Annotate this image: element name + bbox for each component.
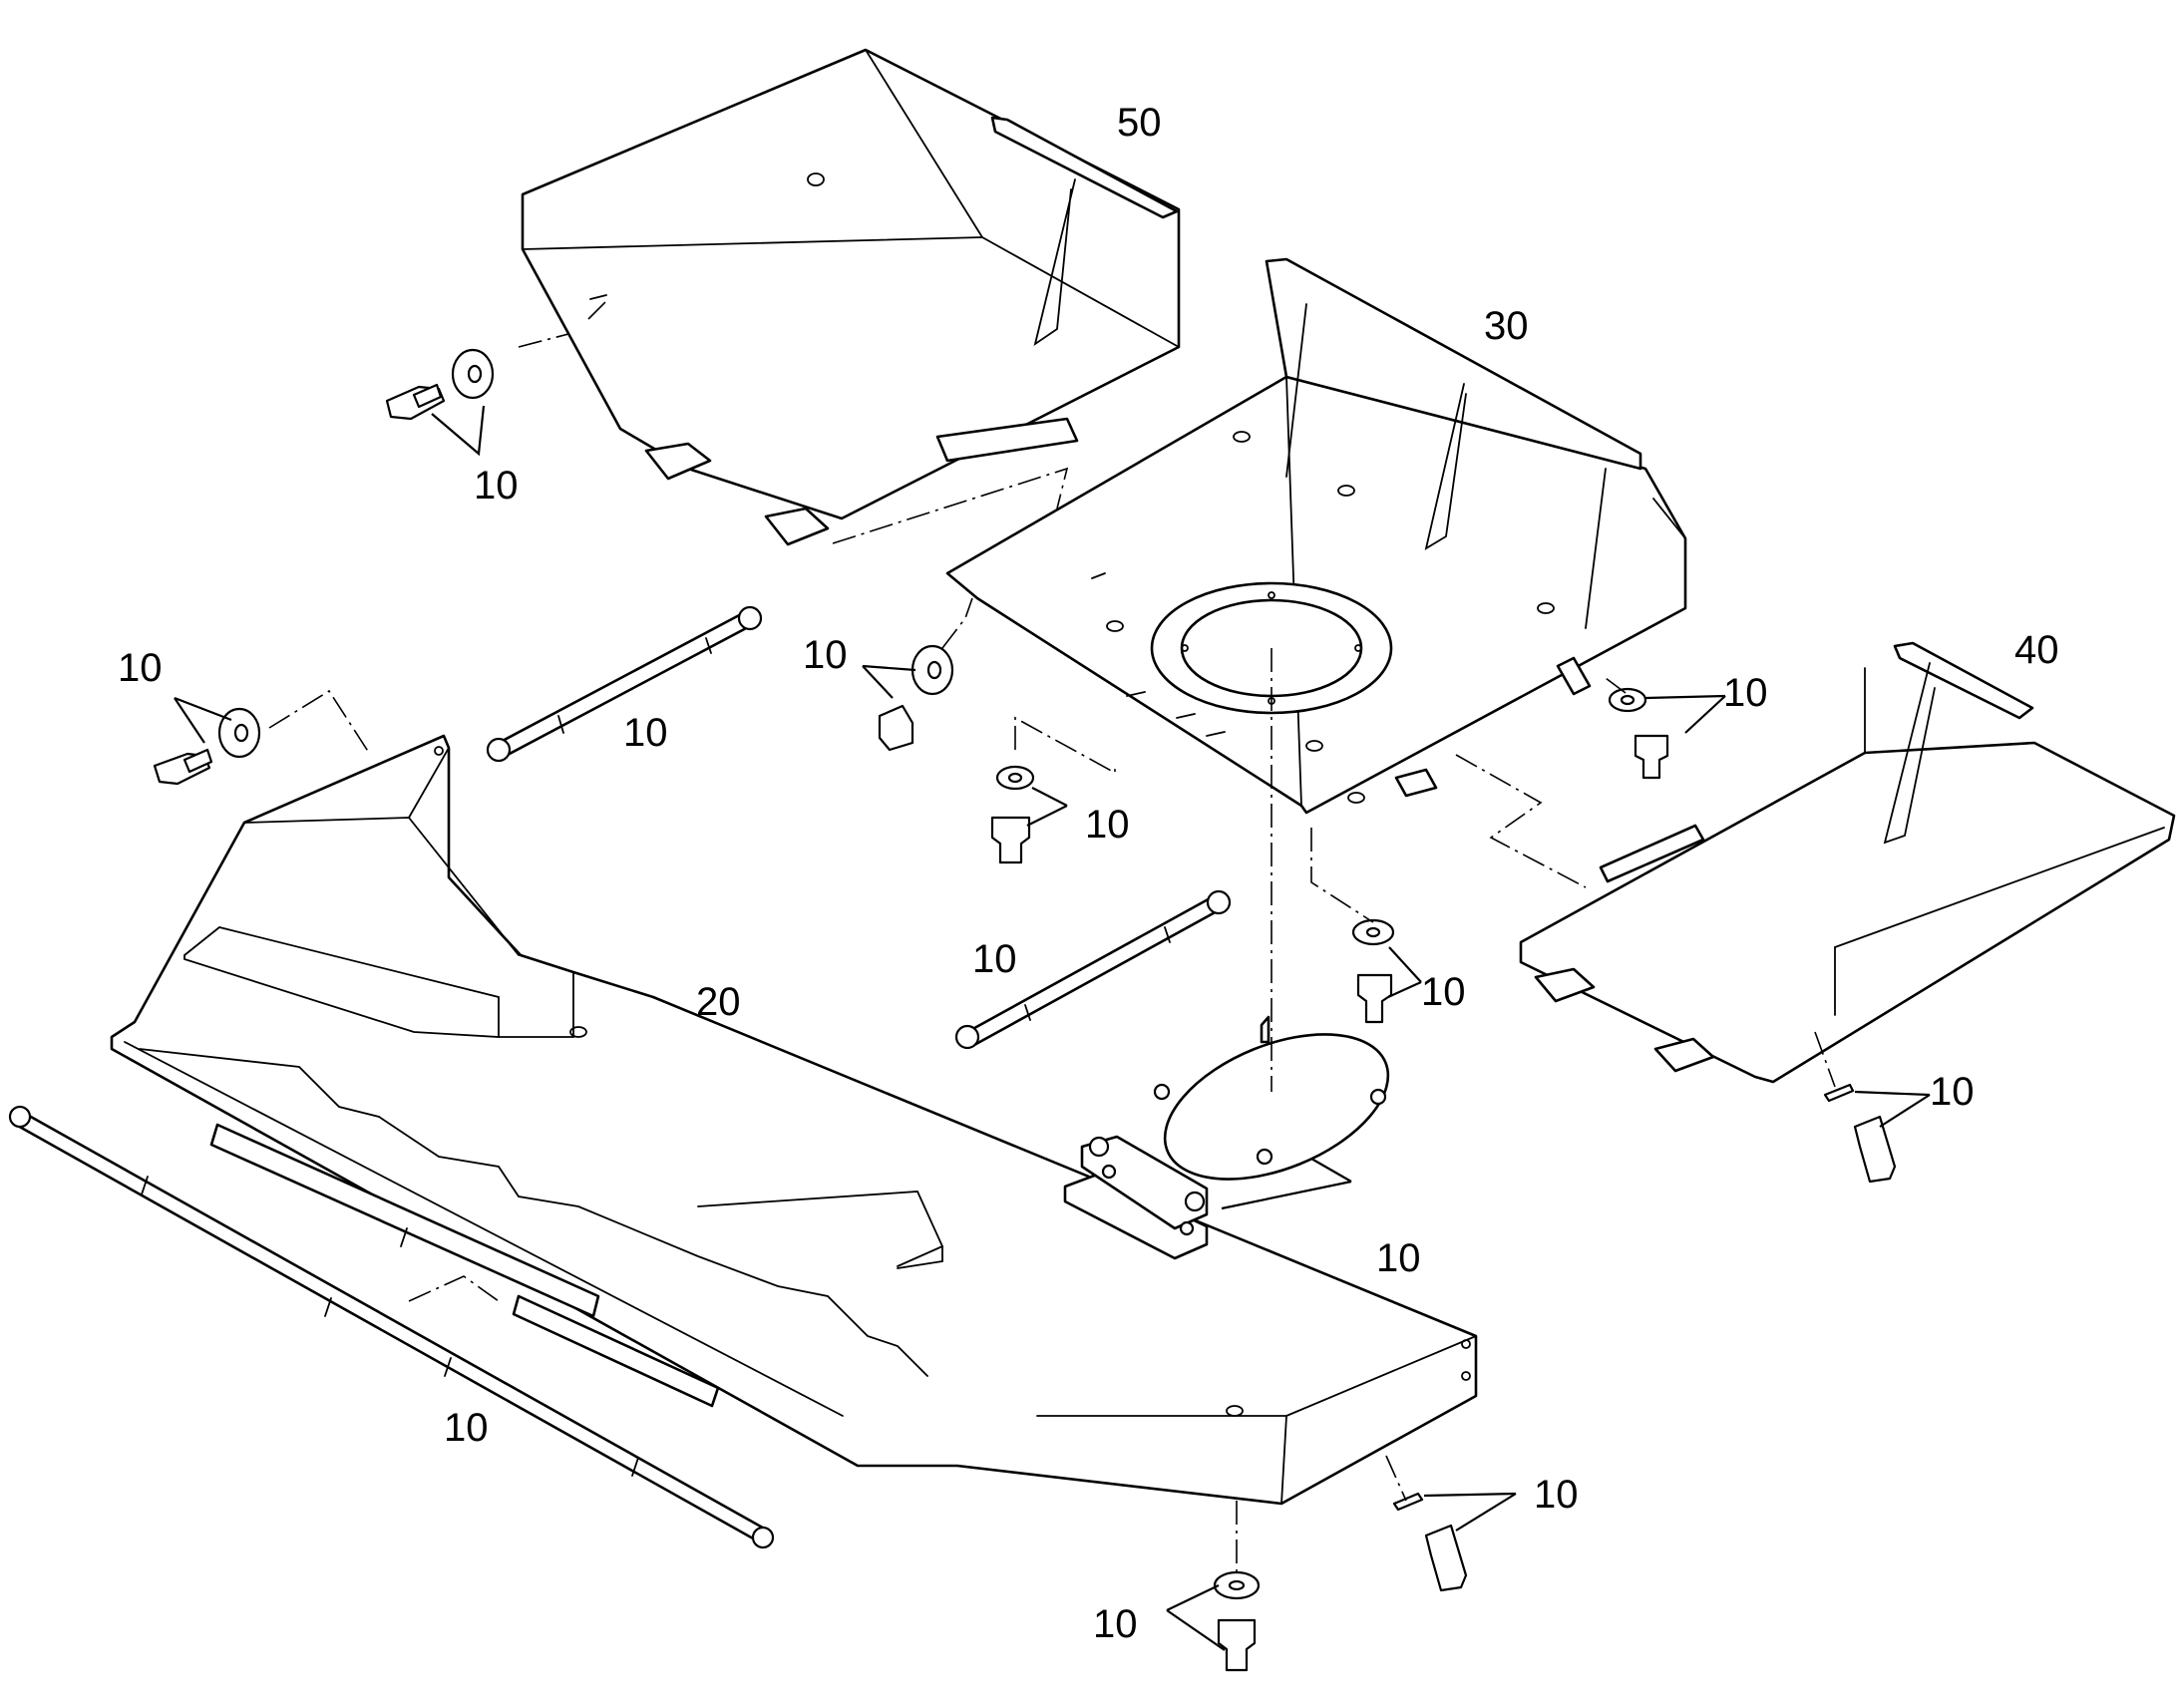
callout-labels: 50 30 40 20 10 10 10 10 10 10 10 10 10 1…	[118, 101, 2059, 1646]
label-part-10: 10	[444, 1406, 489, 1450]
leader-lines	[174, 405, 1931, 1651]
label-part-10: 10	[1421, 970, 1466, 1014]
fastener-group-right	[1823, 1083, 1897, 1184]
label-part-40: 40	[2014, 628, 2059, 672]
label-part-10: 10	[803, 633, 848, 677]
fastener-group-top-left	[385, 348, 495, 421]
cover-plate	[1153, 1015, 1390, 1181]
label-part-10: 10	[118, 646, 163, 690]
label-part-30: 30	[1484, 304, 1529, 348]
part-20-tray	[110, 734, 1478, 1506]
fastener-group-center-top	[878, 644, 954, 752]
centerlines	[268, 298, 1836, 1573]
label-part-10: 10	[1723, 671, 1768, 715]
label-part-10: 10	[972, 937, 1017, 981]
rod-upper	[486, 605, 763, 763]
label-part-10: 10	[474, 464, 519, 508]
part-50-tray	[521, 48, 1181, 546]
fastener-group-bottom	[1213, 1570, 1261, 1672]
label-part-10: 10	[1376, 1236, 1421, 1280]
rod-long	[8, 1105, 775, 1549]
label-part-10: 10	[1085, 803, 1130, 847]
fastener-group-center-mid	[1351, 918, 1395, 1024]
label-part-10: 10	[623, 711, 668, 755]
part-40-tray	[1519, 641, 2176, 1084]
fastener-group-center	[990, 765, 1035, 864]
fastener-group-right-top	[1608, 687, 1669, 780]
rod-middle	[954, 889, 1232, 1050]
label-part-10: 10	[1534, 1473, 1579, 1517]
label-part-50: 50	[1117, 101, 1162, 145]
label-part-10: 10	[1093, 1602, 1138, 1646]
clamp-bracket	[1063, 1135, 1209, 1260]
label-part-10: 10	[1930, 1070, 1975, 1114]
label-part-20: 20	[696, 980, 741, 1024]
fastener-group-bottom-right	[1392, 1492, 1468, 1592]
fastener-group-left	[153, 707, 261, 786]
part-30-tray	[945, 257, 1687, 815]
